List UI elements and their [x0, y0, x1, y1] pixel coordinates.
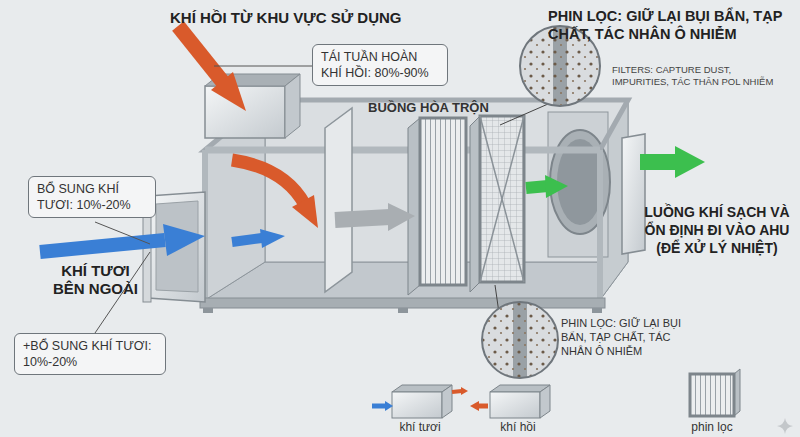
magnifier-bg — [482, 302, 558, 378]
fresh-air-flow-arrow — [232, 238, 262, 242]
outlet-duct — [622, 134, 645, 254]
filter-note: PHIN LỌC: GIỮ LẠI BỤI BẨN, TẠP CHẤT, TÁC… — [561, 316, 701, 358]
dust-particles — [482, 302, 558, 378]
return-air-flow-arrow — [232, 160, 305, 205]
arrow-head — [388, 203, 415, 231]
pleated-filter — [420, 118, 466, 285]
heading-label: KHÍ HỒI TỪ KHU VỰC SỬ DỤNG — [170, 9, 470, 27]
filter-brace — [480, 116, 524, 282]
fresh-air-arrow — [40, 240, 165, 252]
base-foot — [398, 308, 408, 313]
arrow-head — [545, 175, 568, 198]
sparkle-mark — [777, 418, 793, 434]
chamber-label: BUỒNG HÒA TRỘN — [368, 100, 498, 116]
legend-text: khí tươi — [385, 420, 455, 434]
arrow-head — [461, 387, 468, 395]
arrow-head — [260, 229, 285, 248]
filter-note: FILTERS: CAPTURE DUST, IMPURITIES, TÁC T… — [612, 64, 784, 88]
filter-brace — [480, 116, 524, 282]
supply-air-arrow — [640, 154, 678, 170]
magnifier-ring — [482, 302, 558, 378]
arrow-head — [163, 224, 205, 256]
icon-box-side — [442, 385, 452, 418]
icon-box — [392, 392, 442, 418]
icon-arrow — [372, 404, 386, 409]
base-foot — [203, 308, 213, 313]
filter-side — [408, 118, 420, 295]
mixed-air-arrow — [335, 217, 390, 220]
arrow-head — [385, 401, 393, 411]
icon-box — [490, 392, 540, 418]
callout-box: BỔ SUNG KHÍ TƯƠI: 10%-20% — [28, 176, 156, 218]
callout-box: TÁI TUẦN HOÀN KHÍ HỒI: 80%-90% — [312, 44, 448, 86]
callout-text: TÁI TUẦN HOÀN KHÍ HỒI: 80%-90% — [321, 49, 439, 81]
icon-arrow — [478, 404, 488, 409]
filter-heading: PHIN LỌC: GIỮ LẠI BỤI BẨN, TẠP CHẤT, TÁC… — [548, 7, 796, 43]
icon-filter — [690, 374, 734, 416]
fresh-air-label: KHÍ TƯƠI BÊN NGOÀI — [48, 262, 143, 298]
bag-filter — [480, 116, 524, 282]
front-post — [597, 150, 603, 300]
arrow-head — [292, 195, 318, 228]
mixing-plate — [325, 108, 352, 292]
return-duct-side — [285, 74, 300, 138]
return-duct — [205, 86, 285, 138]
arrow-head — [470, 401, 479, 411]
legend-text: phin lọc — [677, 420, 747, 434]
icon-arrow — [452, 391, 462, 392]
callout-text: +BỔ SUNG KHÍ TƯƠI: 10%-20% — [23, 338, 157, 370]
icon-box-side — [540, 385, 550, 418]
base-rail — [200, 298, 605, 308]
clean-air-arrow — [526, 186, 548, 188]
leader-line — [500, 104, 548, 125]
leader-line — [95, 222, 150, 244]
base-foot — [592, 308, 602, 313]
legend-text: khí hồi — [483, 420, 553, 434]
callout-text: BỔ SUNG KHÍ TƯƠI: 10%-20% — [37, 181, 147, 213]
leader-line — [214, 66, 312, 67]
front-top-beam — [205, 147, 600, 154]
callout-box: +BỔ SUNG KHÍ TƯƠI: 10%-20% — [14, 333, 166, 375]
return-air-arrow — [178, 26, 226, 86]
arrow-head — [675, 146, 705, 178]
arrow-head — [211, 72, 246, 111]
clean-air-label: LUỒNG KHÍ SẠCH VÀ ỔN ĐỊNH ĐI VÀO AHU (ĐỂ… — [634, 203, 800, 257]
